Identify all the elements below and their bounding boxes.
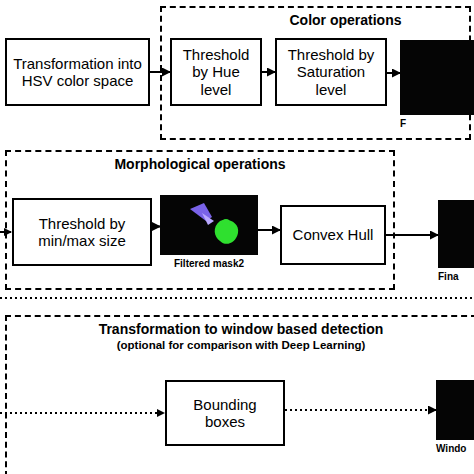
- box-label: Threshold by Hue level: [177, 46, 255, 98]
- box-label: Transformation into HSV color space: [12, 55, 143, 90]
- image-caption: Filtered mask2: [160, 258, 258, 269]
- group-title: Transformation to window based detection: [99, 321, 384, 338]
- process-box: Threshold by Hue level: [170, 38, 262, 106]
- image-panel: Windo: [436, 380, 474, 472]
- group-title: Morphological operations: [114, 156, 285, 173]
- process-box: Bounding boxes: [165, 380, 285, 446]
- mask-image: [438, 200, 474, 268]
- flow-arrow: [262, 71, 275, 73]
- group-frame: Color operationsThreshold by Hue level Th…: [160, 6, 471, 140]
- group-subtitle: (optional for comparison with Deep Learn…: [117, 338, 366, 353]
- flow-arrow: [285, 409, 436, 411]
- image-caption: Fina: [438, 271, 474, 282]
- mask-image: [160, 195, 258, 255]
- box-label: Bounding boxes: [172, 396, 278, 431]
- process-box: Threshold by Saturation level: [275, 38, 387, 106]
- flow-arrow: [387, 72, 400, 74]
- image-caption: Windo: [436, 443, 474, 454]
- image-panel: Filtered mask2: [160, 195, 258, 275]
- process-box: Convex Hull: [280, 205, 386, 265]
- group-heading: Morphological operations: [7, 156, 393, 173]
- mask-image: [436, 380, 474, 440]
- mask-image: [400, 40, 474, 115]
- group-title: Color operations: [289, 12, 401, 29]
- flow-arrow: [258, 229, 280, 231]
- image-panel: Fina: [438, 200, 474, 295]
- process-box: Threshold by min/max size: [12, 198, 152, 266]
- mask-illustration: [160, 195, 258, 255]
- flow-arrow: [152, 226, 160, 228]
- group-frame: Transformation to window based detection…: [5, 315, 474, 474]
- entry-arrow: [0, 412, 164, 414]
- box-label: Threshold by Saturation level: [282, 46, 380, 98]
- separator-line: [0, 297, 474, 299]
- image-panel: F: [400, 40, 474, 140]
- box-label: Threshold by min/max size: [19, 215, 145, 250]
- process-box: Transformation into HSV color space: [5, 38, 150, 106]
- group-frame: Morphological operationsThreshold by min…: [5, 150, 395, 290]
- image-caption: F: [400, 118, 474, 129]
- box-label: Convex Hull: [293, 226, 374, 243]
- group-heading: Color operations: [162, 12, 469, 29]
- group-heading: Transformation to window based detection…: [7, 321, 474, 353]
